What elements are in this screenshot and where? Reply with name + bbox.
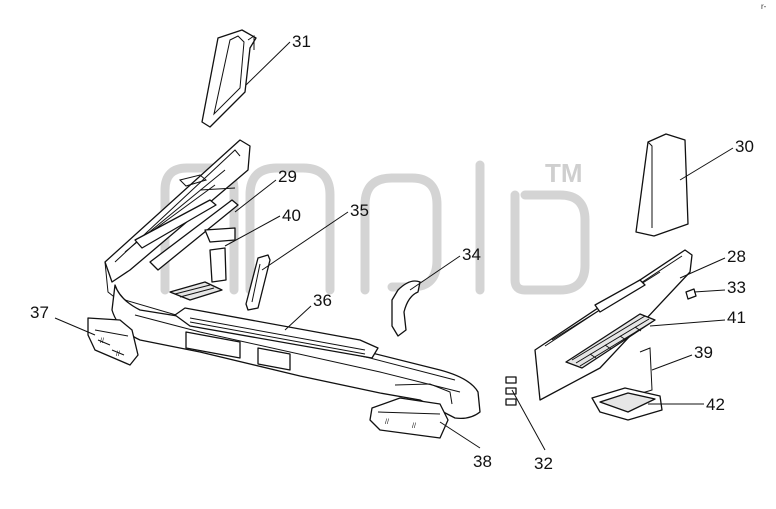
callout-42: 42 (706, 395, 725, 414)
callout-33: 33 (727, 278, 746, 297)
part-32-clips (505, 376, 517, 406)
callout-35: 35 (350, 201, 369, 220)
callout-36: 36 (313, 291, 332, 310)
part-31-bracket (201, 29, 257, 128)
callout-30: 30 (735, 137, 754, 156)
part-36-bumper (111, 284, 481, 420)
callout-labels: 31 30 29 40 35 34 28 33 37 36 41 39 42 3… (30, 32, 754, 473)
callout-37: 37 (30, 303, 49, 322)
svg-text://: // (116, 351, 120, 358)
part-30-side-panel (635, 133, 689, 237)
left-frame-assembly (104, 139, 251, 301)
callout-28: 28 (727, 247, 746, 266)
step-tread-pattern (571, 315, 653, 367)
callout-39: 39 (694, 343, 713, 362)
callout-40: 40 (282, 206, 301, 225)
part-38-lamp: // // (369, 397, 449, 439)
corner-mark: r- (761, 2, 767, 11)
leader-lines (54, 41, 734, 451)
svg-text://: // (412, 423, 416, 430)
svg-text://: // (385, 419, 389, 426)
svg-text://: // (100, 338, 104, 345)
callout-34: 34 (462, 245, 481, 264)
part-34-trim (391, 280, 421, 337)
callout-32: 32 (534, 454, 553, 473)
callout-29: 29 (278, 167, 297, 186)
part-37-lamp: // // (87, 317, 139, 366)
watermark-trademark: TM (545, 158, 583, 188)
callout-41: 41 (727, 308, 746, 327)
part-28-step-panel (534, 249, 697, 421)
callout-38: 38 (473, 452, 492, 471)
callout-31: 31 (292, 32, 311, 51)
